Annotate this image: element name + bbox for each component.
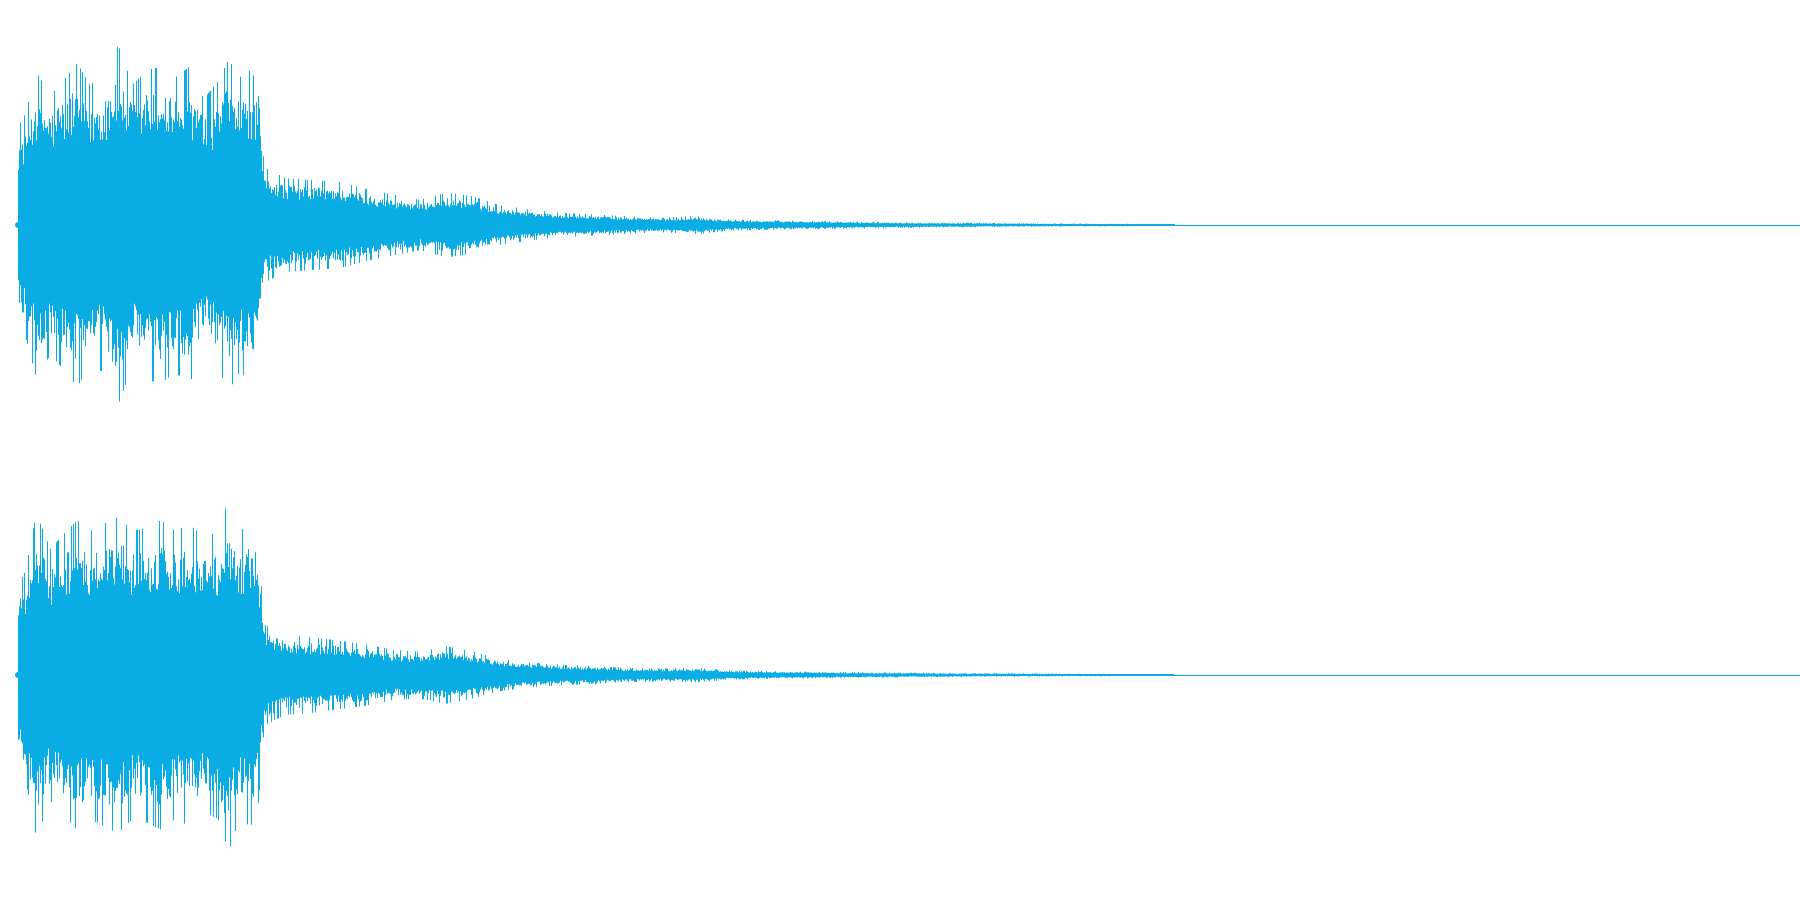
waveform-start-marker — [15, 222, 21, 228]
waveform-channel-1 — [15, 46, 1800, 402]
waveform-channel-1-plot — [15, 46, 1800, 402]
waveform-channel-2-plot — [15, 508, 1800, 847]
waveform-signal — [18, 46, 1175, 402]
waveform-start-marker — [15, 672, 21, 678]
waveform-signal — [18, 508, 1174, 847]
waveform-channel-2 — [0, 450, 1800, 900]
